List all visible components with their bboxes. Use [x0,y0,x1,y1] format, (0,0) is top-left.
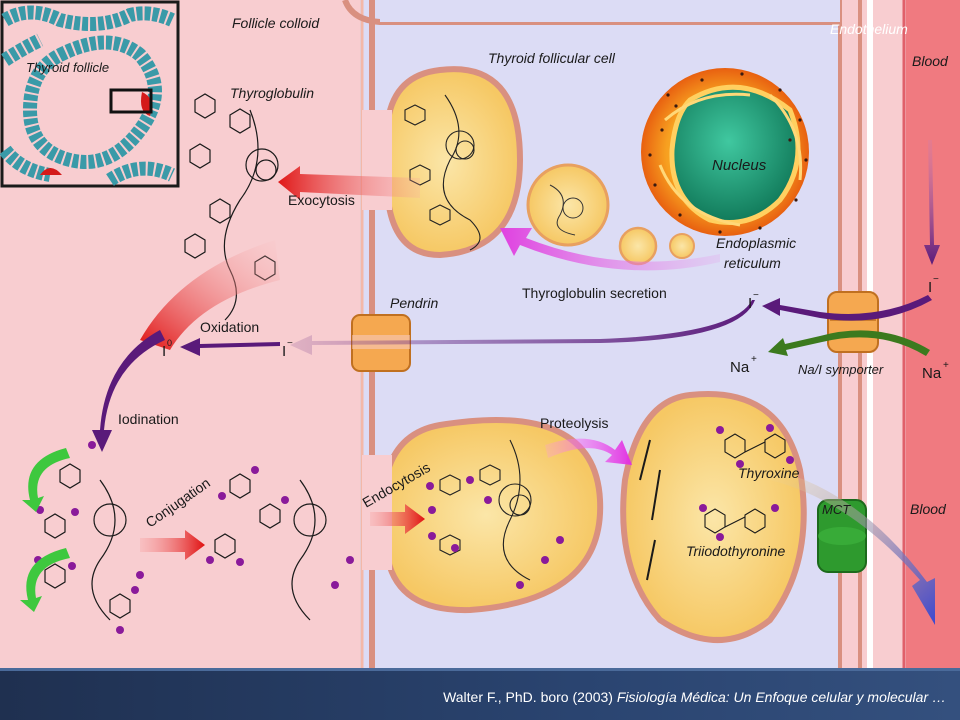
label-thyroglobulin-secretion: Thyroglobulin secretion [522,285,667,301]
label-iodination: Iodination [118,411,179,427]
nucleus-er-complex [641,68,809,236]
thyroid-hormone-structures [639,433,786,581]
symporter-iodide-arrow [762,295,932,321]
iodide-transport-arrow [290,300,755,355]
label-thyroglobulin: Thyroglobulin [230,85,314,101]
conjugation-arrow [140,530,205,560]
oxidation-arrow [180,338,280,356]
iodination-green-arrow-1 [22,448,70,512]
citation-footer: Walter F., PhD. boro (2003) Fisiología M… [0,668,960,720]
iodide-intracellular: I − [748,290,759,312]
svg-text:+: + [943,360,949,371]
svg-text:−: − [933,274,939,285]
iodide-oxidation: I − [282,338,293,360]
svg-text:−: − [287,338,293,349]
label-thyroxine: Thyroxine [738,465,800,481]
label-oxidation: Oxidation [200,319,259,335]
label-triiodothyronine: Triiodothyronine [686,543,786,559]
iodine-atoms-endocytosed [426,476,564,589]
svg-text:I: I [928,279,932,296]
label-follicle-colloid: Follicle colloid [232,15,320,31]
iodination-fan [140,240,280,350]
iodine-atoms-lysosome [699,424,794,541]
label-exocytosis: Exocytosis [288,192,355,208]
label-mct: MCT [822,502,851,517]
proteolysis-arrow [545,438,632,465]
secretion-arrow [500,228,720,271]
label-endoplasmic: Endoplasmic [716,235,796,251]
label-proteolysis: Proteolysis [540,415,608,431]
symporter-sodium-arrow [768,330,930,356]
iodination-green-arrow-2 [20,548,70,612]
sodium-intracellular: Na + [730,354,757,376]
iodide-blood: I − [928,274,939,296]
label-thyroid-follicular-cell: Thyroid follicular cell [488,50,616,66]
label-nucleus: Nucleus [712,157,767,174]
thyroglobulin-molecule-endocytosed [439,439,532,581]
svg-text:−: − [753,290,759,301]
svg-text:I: I [282,343,286,360]
svg-text:+: + [751,354,757,365]
blood-iodide-arrow [924,140,940,265]
thyroid-follicle-inset [0,0,180,188]
svg-text:I: I [162,343,166,360]
exocytosis-arrow [278,166,420,200]
label-na-i-symporter: Na/I symporter [798,362,884,377]
svg-text:Na: Na [730,359,750,376]
svg-text:I: I [748,295,752,312]
citation-authors: Walter F., PhD. boro (2003) [443,689,617,705]
citation-text: Walter F., PhD. boro (2003) Fisiología M… [443,689,946,705]
na-i-symporter-channel [827,291,879,353]
iodination-arrow [92,330,165,452]
citation-title: Fisiología Médica: Un Enfoque celular y … [616,689,946,705]
label-reticulum: reticulum [724,255,781,271]
iodine-elemental: I 0 [162,338,172,360]
secretory-vesicles [526,163,695,266]
label-blood-top: Blood [912,53,949,69]
svg-text:0: 0 [167,338,172,348]
label-blood-bottom: Blood [910,501,947,517]
label-endothelium: Endothelium [830,21,908,37]
label-thyroid-follicle: Thyroid follicle [26,60,109,75]
lysosome-vesicle [620,391,807,643]
label-pendrin: Pendrin [390,295,438,311]
endocytosis-arrow [370,504,425,534]
svg-text:Na: Na [922,365,942,382]
iodinated-thyroglobulin [44,463,327,621]
sodium-blood: Na + [922,360,949,382]
blood-region [906,0,960,668]
